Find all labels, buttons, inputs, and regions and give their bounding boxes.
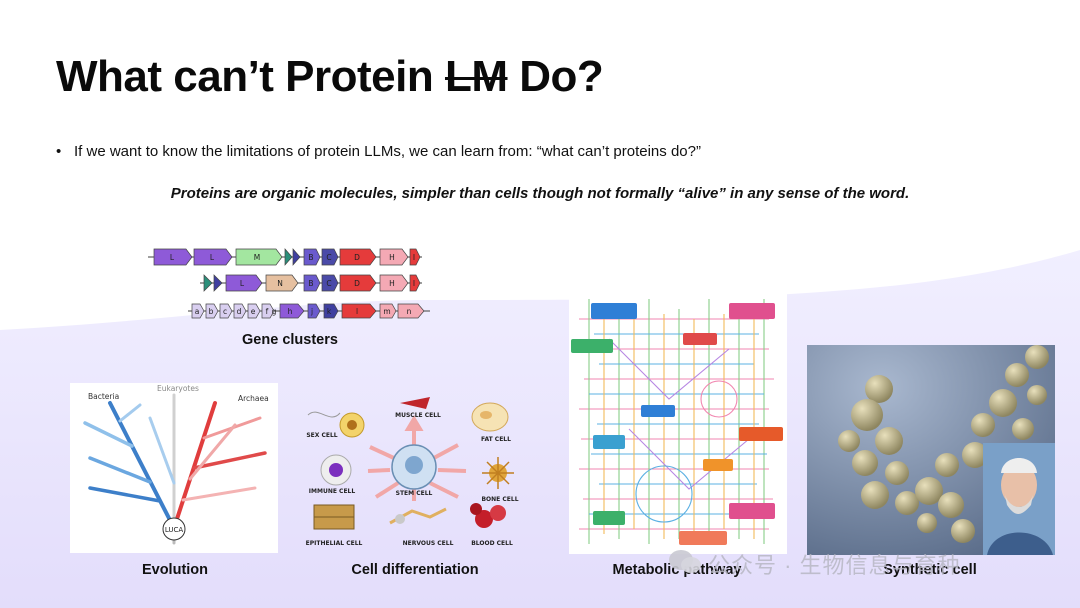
epithelial-cell-label: EPITHELIAL CELL [306, 540, 363, 547]
synthetic-cell-photo [807, 345, 1055, 555]
immune-cell-label: IMMUNE CELL [309, 488, 356, 495]
gene-label: n [407, 307, 412, 316]
gene-clusters-figure: L L M B C D H I L N B C D H I a b c d e … [148, 248, 430, 319]
gene-label: f [266, 307, 269, 316]
gene-label: H [389, 253, 395, 262]
gene-label: L [170, 253, 175, 262]
bullet-point: •If we want to know the limitations of p… [56, 143, 701, 160]
watermark-text: 公众号 · 生物信息与育种 [708, 553, 961, 578]
sex-cell-label: SEX CELL [306, 432, 337, 439]
gene-label: d [237, 307, 242, 316]
gene-label: b [209, 307, 214, 316]
cell-differentiation-figure: STEM CELL SEX CELL MUSCLE CELL FAT CELL … [306, 397, 519, 547]
gene-label: N [277, 279, 283, 288]
synthetic-cell-caption: Synthetic cell [883, 562, 977, 578]
nervous-cell-label: NERVOUS CELL [403, 540, 454, 547]
eukaryotes-label: Eukaryotes [157, 384, 199, 393]
gene-label: c [223, 307, 227, 316]
evolution-tree: LUCA Bacteria Eukaryotes Archaea [70, 383, 278, 553]
gene-label: I [413, 253, 415, 262]
gene-label: M [254, 253, 260, 262]
title-strike-lm: LM [444, 52, 508, 101]
fat-cell-label: FAT CELL [481, 436, 511, 443]
luca-label: LUCA [165, 526, 184, 534]
gene-label: h [288, 307, 293, 316]
blood-cell-label: BLOOD CELL [471, 540, 513, 547]
gene-label: C [326, 279, 331, 288]
metabolic-pathway-caption: Metabolic pathway [612, 562, 742, 578]
quote-text: Proteins are organic molecules, simpler … [170, 185, 910, 202]
gene-label: g [272, 307, 277, 316]
gene-label: e [251, 307, 256, 316]
gene-label: k [327, 307, 332, 316]
gene-label: I [413, 279, 415, 288]
archaea-label: Archaea [238, 394, 269, 403]
stem-cell-label: STEM CELL [396, 490, 433, 497]
gene-label: D [354, 253, 360, 262]
muscle-cell-label: MUSCLE CELL [395, 412, 441, 419]
gene-label: L [240, 279, 245, 288]
cell-differentiation-caption: Cell differentiation [351, 562, 479, 578]
slide-title: What can’t Protein LM Do? [56, 52, 604, 101]
bone-cell-label: BONE CELL [481, 496, 518, 503]
gene-label: l [356, 307, 358, 316]
gene-label: j [310, 307, 313, 316]
gene-label: a [195, 307, 200, 316]
gene-label: B [308, 253, 313, 262]
gene-label: C [326, 253, 331, 262]
evolution-caption: Evolution [141, 562, 209, 578]
gene-label: H [389, 279, 395, 288]
gene-label: D [354, 279, 360, 288]
gene-label: L [210, 253, 215, 262]
bacteria-label: Bacteria [88, 392, 119, 401]
metabolic-pathway-map [569, 289, 787, 554]
wechat-icon [669, 550, 701, 573]
gene-label: m [383, 307, 390, 316]
gene-label: B [308, 279, 313, 288]
bullet-text: If we want to know the limitations of pr… [74, 143, 701, 160]
gene-clusters-caption: Gene clusters [242, 332, 338, 348]
